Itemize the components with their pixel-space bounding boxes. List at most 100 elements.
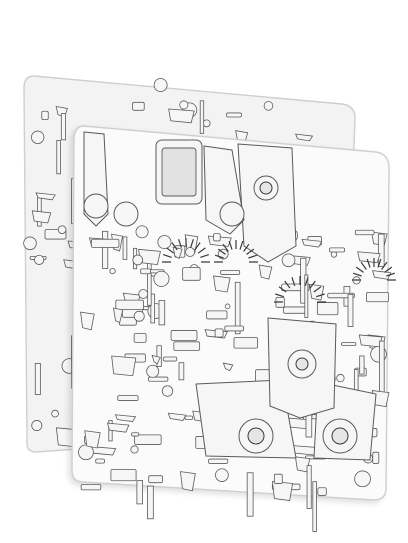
back-part-26 — [179, 100, 189, 110]
back-part-22 — [31, 130, 45, 144]
back-part-43 — [31, 420, 43, 431]
front-part-168 — [132, 254, 144, 266]
front-part-34 — [316, 302, 339, 316]
front-part-122 — [222, 362, 234, 372]
front-part-17 — [80, 311, 95, 331]
back-part-79 — [57, 225, 67, 234]
front-part-115 — [182, 267, 201, 281]
front-part-133 — [301, 238, 323, 248]
coil-parts — [162, 238, 396, 303]
front-part-39 — [173, 341, 201, 351]
front-part-68 — [114, 414, 137, 423]
front-part-74 — [273, 473, 283, 484]
coil-part-3 — [352, 258, 396, 281]
front-part-112 — [151, 354, 161, 365]
back-part-66 — [199, 100, 205, 134]
front-part-91 — [379, 340, 385, 394]
front-part-84 — [377, 233, 385, 267]
front-part-0 — [170, 330, 198, 341]
front-part-21 — [317, 487, 327, 496]
front-part-154 — [354, 229, 375, 236]
front-part-136 — [246, 472, 254, 517]
front-part-140 — [258, 264, 273, 280]
front-part-78 — [110, 469, 137, 482]
gear-part-inner — [295, 357, 309, 371]
wheel-ring-c — [219, 201, 245, 227]
back-part-70 — [60, 113, 67, 141]
front-part-123 — [95, 458, 105, 464]
front-part-114 — [130, 445, 139, 454]
front-part-66 — [213, 275, 231, 293]
metal-sheet-front — [71, 125, 396, 532]
front-part-142 — [340, 342, 357, 346]
front-part-46 — [233, 337, 259, 349]
front-part-144 — [138, 289, 149, 299]
front-part-129 — [84, 430, 101, 449]
front-part-104 — [111, 355, 137, 377]
front-part-116 — [109, 267, 116, 275]
back-part-28 — [226, 112, 242, 118]
front-part-54 — [167, 412, 187, 421]
back-part-25 — [294, 133, 314, 142]
front-part-85 — [102, 230, 109, 269]
back-part-86 — [23, 236, 37, 251]
back-part-9 — [51, 409, 59, 418]
front-part-71 — [133, 310, 145, 322]
front-part-55 — [358, 334, 383, 348]
back-part-73 — [35, 192, 56, 201]
cab-window-pane — [161, 147, 197, 197]
front-part-42 — [148, 475, 163, 484]
headlight-ring-inner — [259, 181, 273, 195]
back-part-29 — [153, 78, 168, 92]
front-part-143 — [90, 238, 120, 248]
front-part-125 — [134, 434, 162, 445]
back-part-88 — [34, 363, 41, 396]
front-part-4 — [80, 483, 102, 491]
front-part-57 — [215, 468, 229, 482]
grille-part — [237, 143, 297, 263]
front-part-166 — [158, 300, 166, 326]
front-part-134 — [115, 299, 144, 311]
front-part-164 — [206, 310, 228, 320]
back-part-0 — [202, 119, 211, 128]
front-part-3 — [214, 328, 224, 338]
front-part-98 — [185, 247, 195, 257]
front-part-80 — [208, 458, 229, 464]
front-part-148 — [140, 268, 151, 275]
front-part-61 — [161, 385, 174, 397]
wheel-hub-right-inner — [331, 427, 349, 445]
back-part-76 — [132, 101, 145, 111]
front-part-29 — [117, 395, 139, 401]
featured-parts — [83, 131, 396, 461]
front-part-64 — [150, 293, 156, 324]
front-part-96 — [106, 422, 130, 433]
front-part-65 — [122, 236, 128, 260]
front-part-62 — [157, 235, 172, 250]
front-part-9 — [148, 376, 169, 382]
front-part-100 — [220, 270, 241, 275]
front-part-50 — [336, 373, 345, 383]
front-part-132 — [304, 274, 309, 318]
front-part-86 — [136, 480, 144, 505]
front-part-127 — [359, 355, 365, 375]
back-part-87 — [34, 254, 45, 265]
wheel-hub-left-inner — [247, 427, 265, 445]
front-part-149 — [354, 470, 371, 488]
front-part-44 — [329, 247, 346, 253]
back-part-24 — [41, 110, 49, 121]
front-part-161 — [213, 233, 221, 242]
front-part-26 — [178, 362, 185, 381]
coil-part-2 — [274, 276, 326, 303]
back-part-38 — [168, 108, 195, 124]
front-part-138 — [113, 307, 124, 324]
back-part-85 — [263, 101, 274, 111]
coil-part-0 — [162, 238, 210, 263]
front-part-76 — [281, 253, 296, 268]
front-part-14 — [312, 481, 317, 532]
front-part-146 — [184, 415, 194, 421]
front-part-157 — [224, 303, 231, 310]
front-part-163 — [179, 471, 196, 492]
front-part-31 — [306, 465, 312, 509]
front-part-131 — [357, 251, 381, 264]
